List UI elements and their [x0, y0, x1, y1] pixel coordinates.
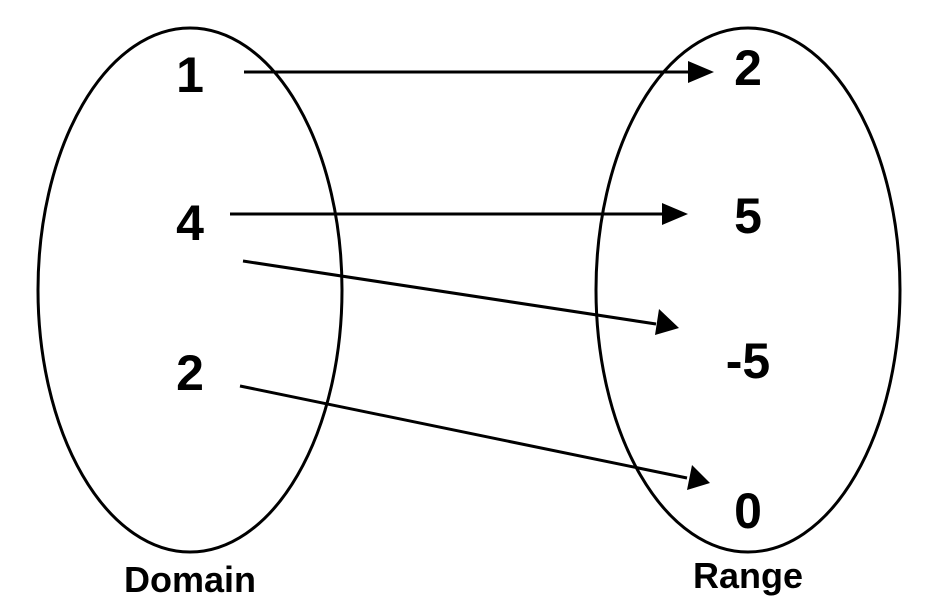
- domain-value-1: 1: [176, 47, 204, 103]
- domain-caption: Domain: [124, 559, 256, 600]
- domain-value-4: 4: [176, 195, 204, 251]
- mapping-arrow-1-to-2: [244, 61, 714, 83]
- range-caption: Range: [693, 555, 803, 596]
- mapping-arrow-4-to-neg5: [242, 259, 679, 335]
- domain-oval: [36, 26, 344, 554]
- range-oval: [594, 26, 902, 554]
- range-value-2: 2: [734, 40, 762, 96]
- domain-value-2: 2: [176, 345, 204, 401]
- mapping-arrow-4-to-5: [230, 203, 688, 225]
- range-value-neg5: -5: [726, 333, 770, 389]
- range-value-5: 5: [734, 188, 762, 244]
- mapping-arrow-2-to-0: [239, 384, 710, 490]
- range-value-0: 0: [734, 483, 762, 539]
